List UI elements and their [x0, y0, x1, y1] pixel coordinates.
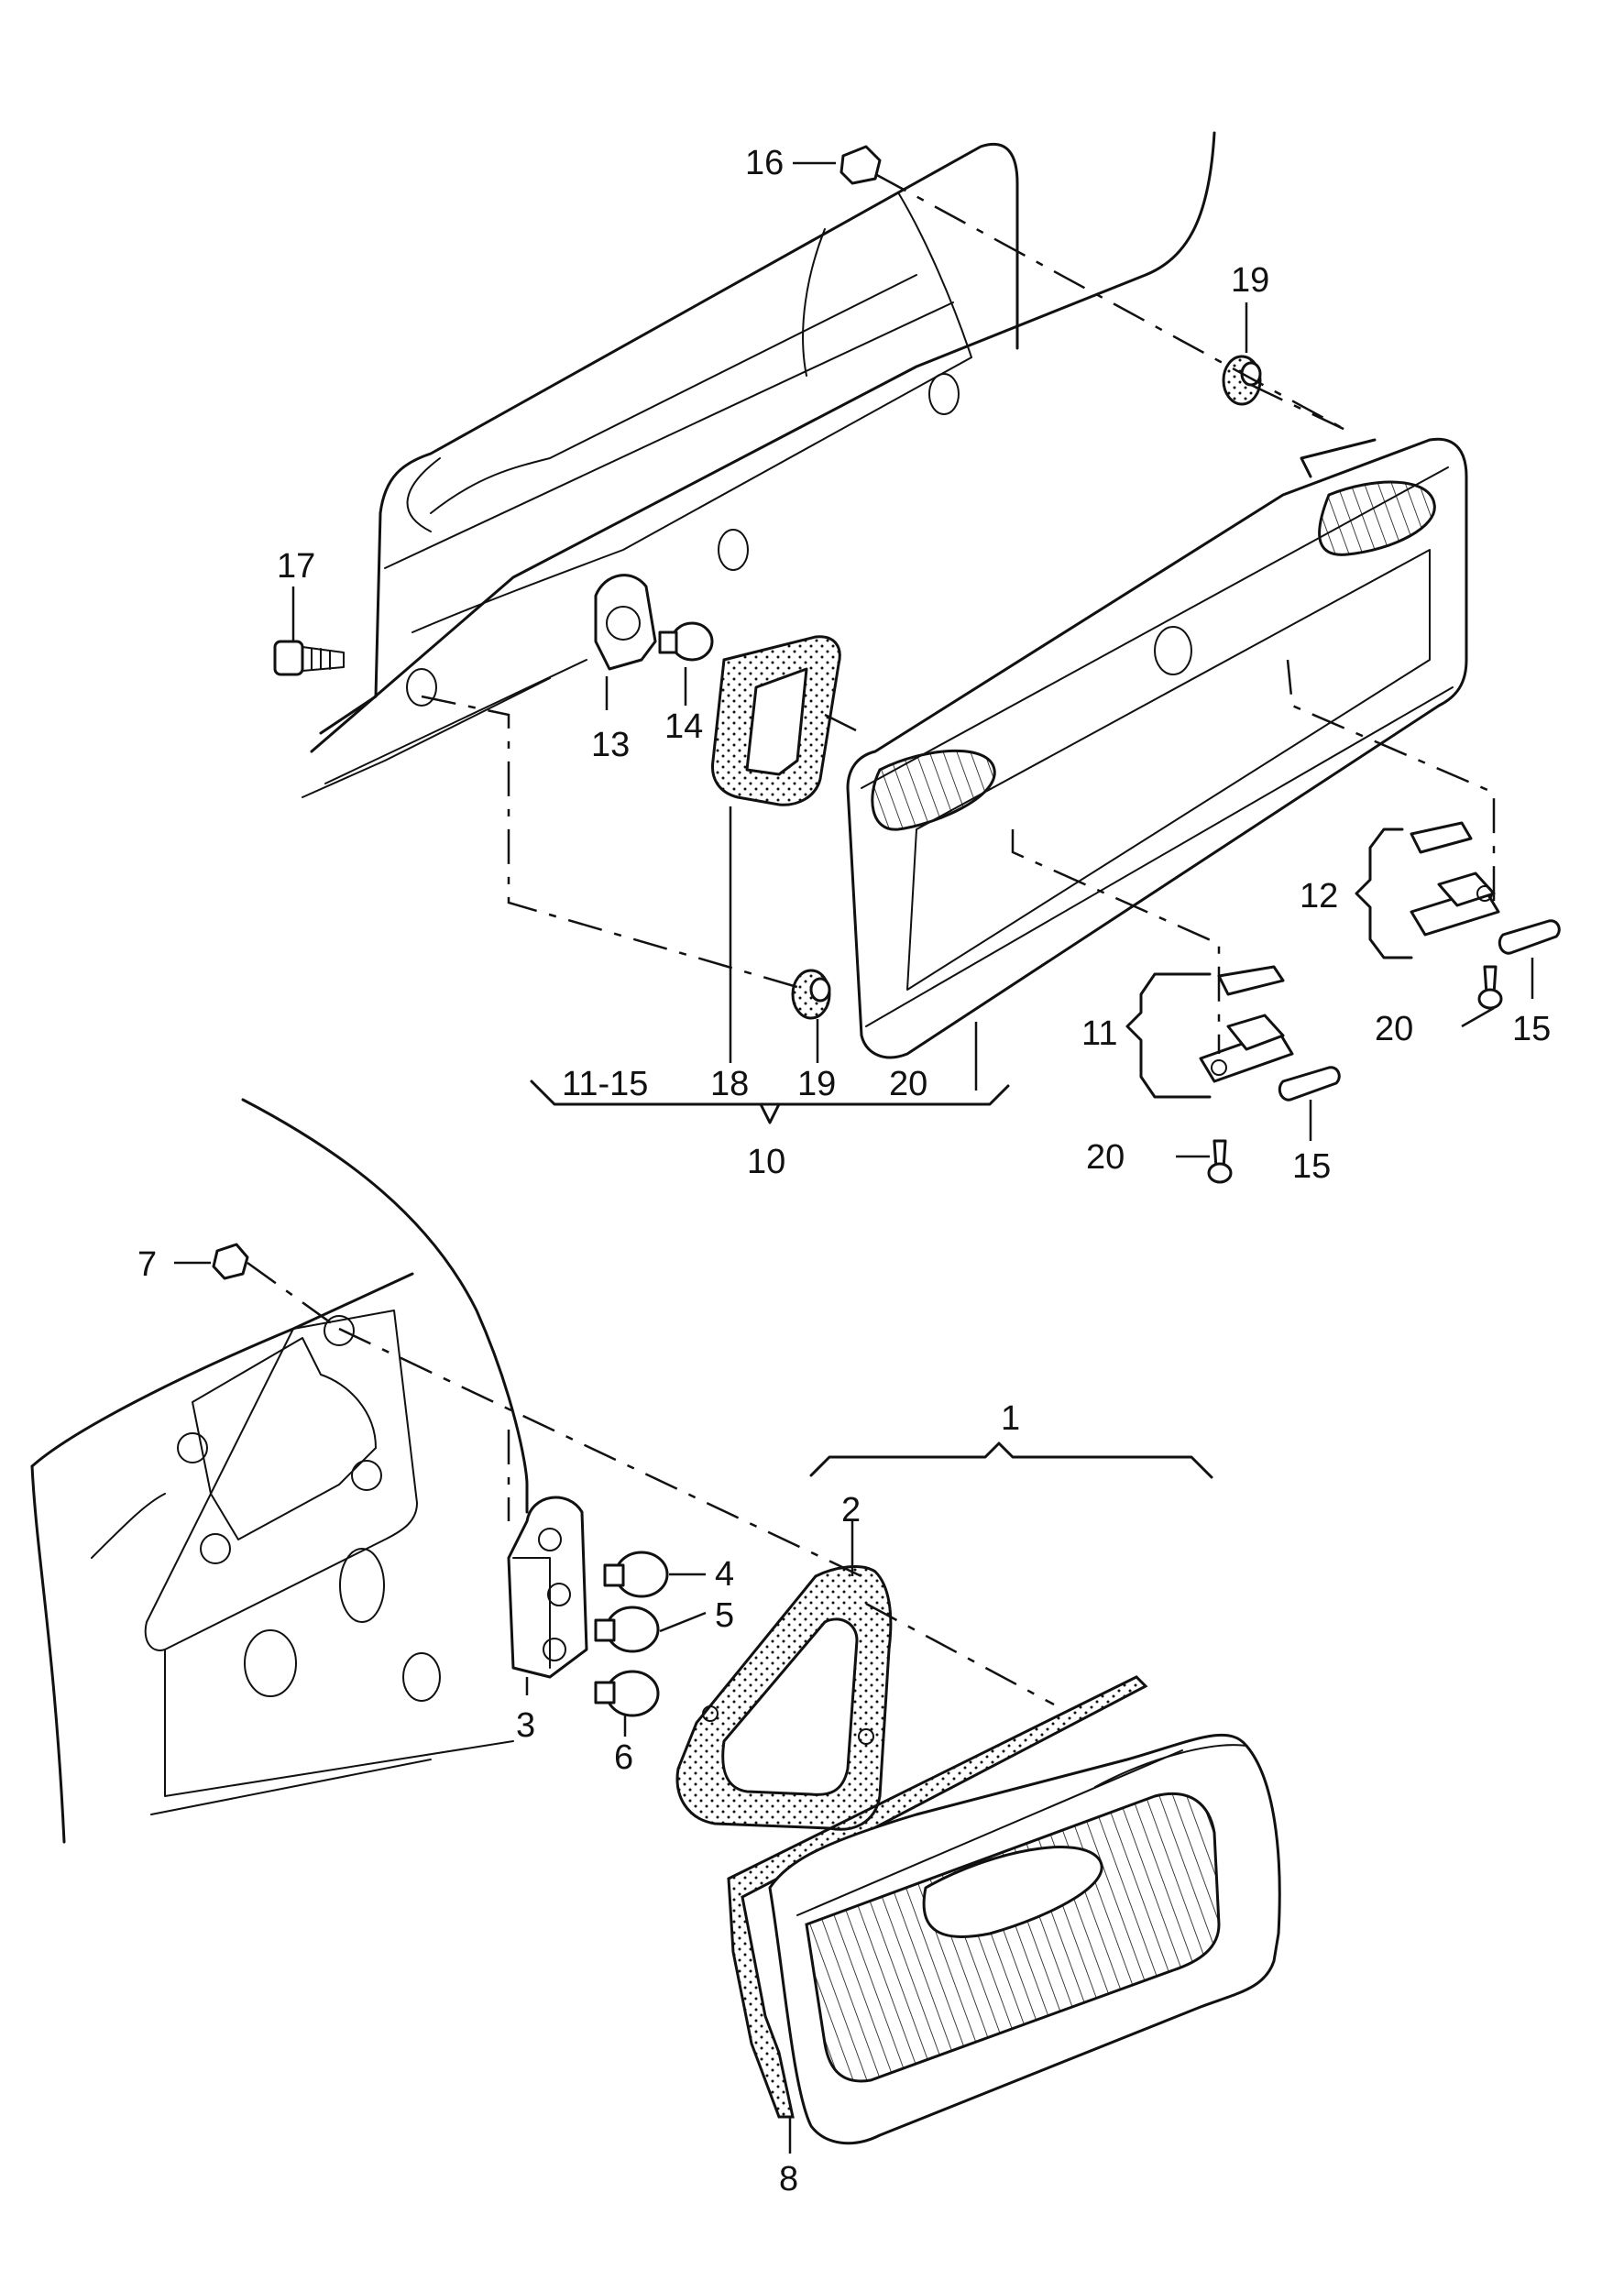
- bulb-holder-13[interactable]: [594, 574, 657, 671]
- bulb-15-upper[interactable]: [1498, 919, 1561, 955]
- screw-20-upper[interactable]: [1477, 965, 1503, 1010]
- bulb-holder-3[interactable]: [507, 1496, 588, 1679]
- trunk-lid-panel: [302, 131, 1216, 798]
- callout-20-lower: 20: [1086, 1138, 1125, 1177]
- callout-11-15: 11-15: [562, 1065, 648, 1103]
- bolt-17[interactable]: [273, 640, 345, 676]
- bulb-15-lower[interactable]: [1278, 1066, 1341, 1102]
- center-tail-light[interactable]: [846, 437, 1468, 1059]
- callout-19-upper: 19: [1231, 261, 1269, 300]
- group-bracket-10: [530, 1080, 1010, 1124]
- group-bracket-1: [809, 1441, 1213, 1479]
- callout-15-lower: 15: [1292, 1147, 1331, 1186]
- callout-1: 1: [1001, 1399, 1020, 1438]
- grommet-19-upper[interactable]: [1222, 355, 1262, 406]
- leader-lines: [174, 161, 1534, 2154]
- callout-labels: 16 19 17 13 14 12 11 20 15 11-15 18 19 2…: [137, 144, 1551, 2198]
- license-light-12[interactable]: [1410, 821, 1500, 937]
- callout-8: 8: [779, 2160, 798, 2198]
- callout-17: 17: [277, 547, 315, 586]
- callout-11: 11: [1081, 1014, 1117, 1053]
- callout-7: 7: [137, 1245, 157, 1284]
- seal-strip-8[interactable]: [727, 1675, 1148, 2119]
- lower-alignment-lines: [247, 1261, 1055, 1706]
- gasket-2[interactable]: [675, 1565, 893, 1831]
- callout-15-right: 15: [1512, 1010, 1551, 1048]
- callout-10: 10: [747, 1143, 785, 1181]
- callout-20-mid: 20: [889, 1065, 927, 1103]
- bulb-6[interactable]: [594, 1670, 660, 1717]
- callout-19-lower: 19: [797, 1065, 836, 1103]
- bulb-4[interactable]: [603, 1551, 669, 1598]
- callout-16: 16: [745, 144, 784, 182]
- callout-3: 3: [516, 1706, 535, 1745]
- group-bracket-11: [1125, 972, 1212, 1099]
- callout-4: 4: [715, 1555, 734, 1594]
- tail-light-1[interactable]: [768, 1733, 1281, 2145]
- nut-7[interactable]: [212, 1243, 249, 1280]
- grommet-19-lower[interactable]: [791, 969, 831, 1020]
- bulb-14[interactable]: [658, 621, 714, 662]
- callout-13: 13: [591, 726, 630, 764]
- group-bracket-12: [1355, 828, 1413, 959]
- callout-14: 14: [664, 707, 703, 746]
- callout-12: 12: [1300, 877, 1338, 915]
- upper-alignment-lines: [421, 172, 1496, 1054]
- callout-6: 6: [614, 1738, 633, 1777]
- gasket-18[interactable]: [710, 635, 841, 806]
- callout-20-right: 20: [1375, 1010, 1413, 1048]
- license-light-11[interactable]: [1199, 965, 1294, 1083]
- bulb-5[interactable]: [594, 1606, 660, 1653]
- nut-16[interactable]: [839, 145, 882, 185]
- callout-18: 18: [710, 1065, 749, 1103]
- callout-5: 5: [715, 1596, 734, 1635]
- screw-20-lower[interactable]: [1207, 1139, 1233, 1184]
- callout-2: 2: [841, 1491, 861, 1529]
- quarter-panel-body: [30, 1098, 529, 1844]
